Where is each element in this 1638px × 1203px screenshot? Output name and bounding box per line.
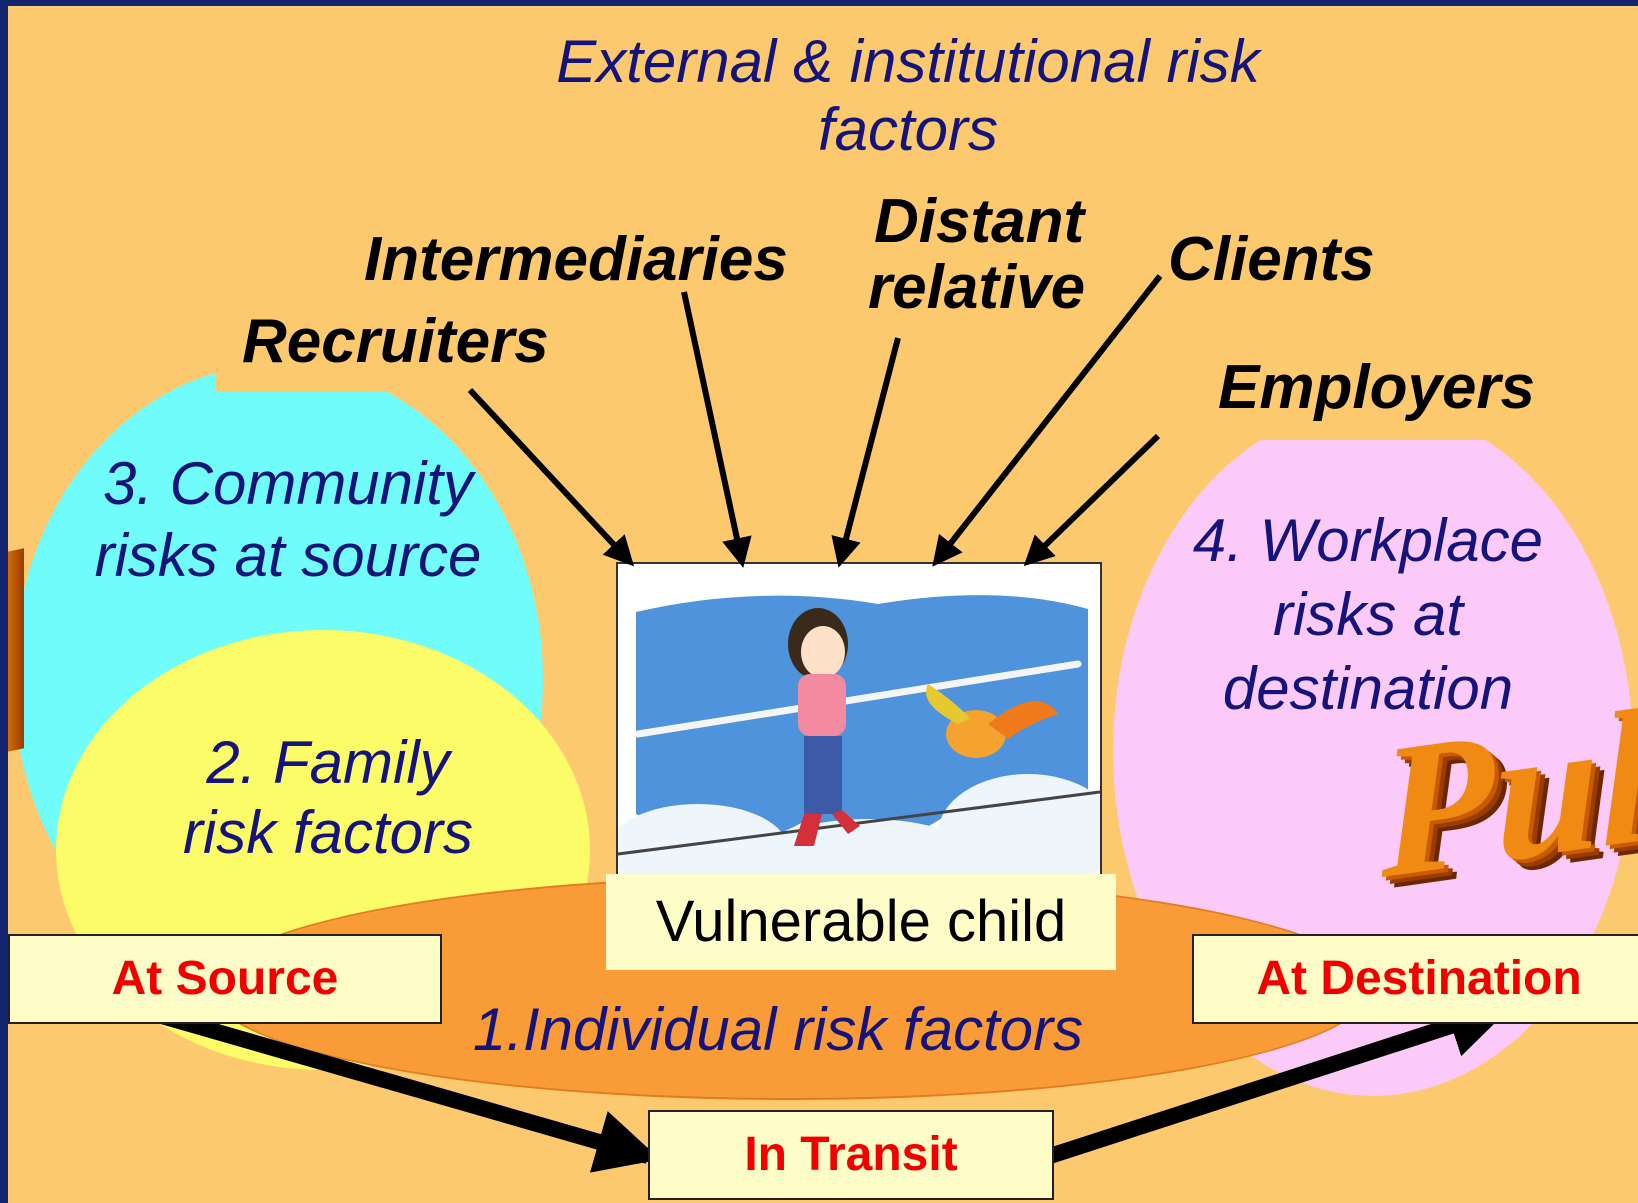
- label-intermediaries: Intermediaries: [364, 225, 788, 294]
- pull-wordart: Pull: [1375, 662, 1638, 920]
- label-distant: Distant: [874, 187, 1085, 256]
- stage-at-destination: At Destination: [1192, 934, 1638, 1024]
- family-label: 2. Family risk factors: [118, 728, 538, 868]
- push-wordart-fragment: [8, 548, 24, 754]
- arrow-employers: [1023, 433, 1161, 567]
- arrow-source-to-transit: [145, 1004, 661, 1173]
- workplace-line-2: risks at: [1272, 581, 1464, 648]
- workplace-line-1: 4. Workplace: [1192, 507, 1544, 574]
- workplace-line-3: destination: [1222, 655, 1514, 722]
- family-line-2: risk factors: [182, 799, 474, 866]
- label-relative: relative: [868, 253, 1086, 322]
- arrow-recruiters: [467, 387, 635, 567]
- tightrope-walker-image: [608, 595, 1118, 899]
- label-employers: Employers: [1218, 353, 1536, 422]
- arrow-clients: [932, 274, 1163, 567]
- stage-in-transit: In Transit: [648, 1110, 1054, 1200]
- arrow-intermediaries: [681, 291, 752, 568]
- child-illustration: [608, 562, 1118, 899]
- diagram-title: External & institutional risk factors: [8, 28, 1638, 164]
- label-recruiters: Recruiters: [242, 307, 549, 376]
- title-line-2: factors: [817, 96, 999, 163]
- recruiters-label-bg: [216, 306, 576, 392]
- stage-source-text: At Source: [111, 952, 339, 1005]
- arrow-layer: [145, 274, 1513, 1173]
- stage-transit-text: In Transit: [744, 1128, 958, 1181]
- community-line-1: 3. Community: [102, 450, 474, 517]
- community-line-2: risks at source: [94, 522, 482, 589]
- label-clients: Clients: [1168, 225, 1375, 294]
- community-label: 3. Community risks at source: [68, 448, 508, 592]
- stage-destination-text: At Destination: [1256, 952, 1582, 1005]
- stage-at-source: At Source: [8, 934, 442, 1024]
- vulnerable-child-label: Vulnerable child: [606, 874, 1116, 970]
- diagram-canvas: External & institutional risk factors 3.…: [8, 6, 1638, 1203]
- employers-label-bg: [1206, 344, 1626, 440]
- workplace-label: 4. Workplace risks at destination: [1168, 504, 1568, 726]
- individual-label: 1.Individual risk factors: [472, 996, 1084, 1063]
- family-line-1: 2. Family: [206, 729, 450, 796]
- arrow-distant-relative: [831, 337, 901, 568]
- title-line-1: External & institutional risk: [556, 28, 1260, 95]
- arrow-transit-to-destination: [1047, 995, 1513, 1164]
